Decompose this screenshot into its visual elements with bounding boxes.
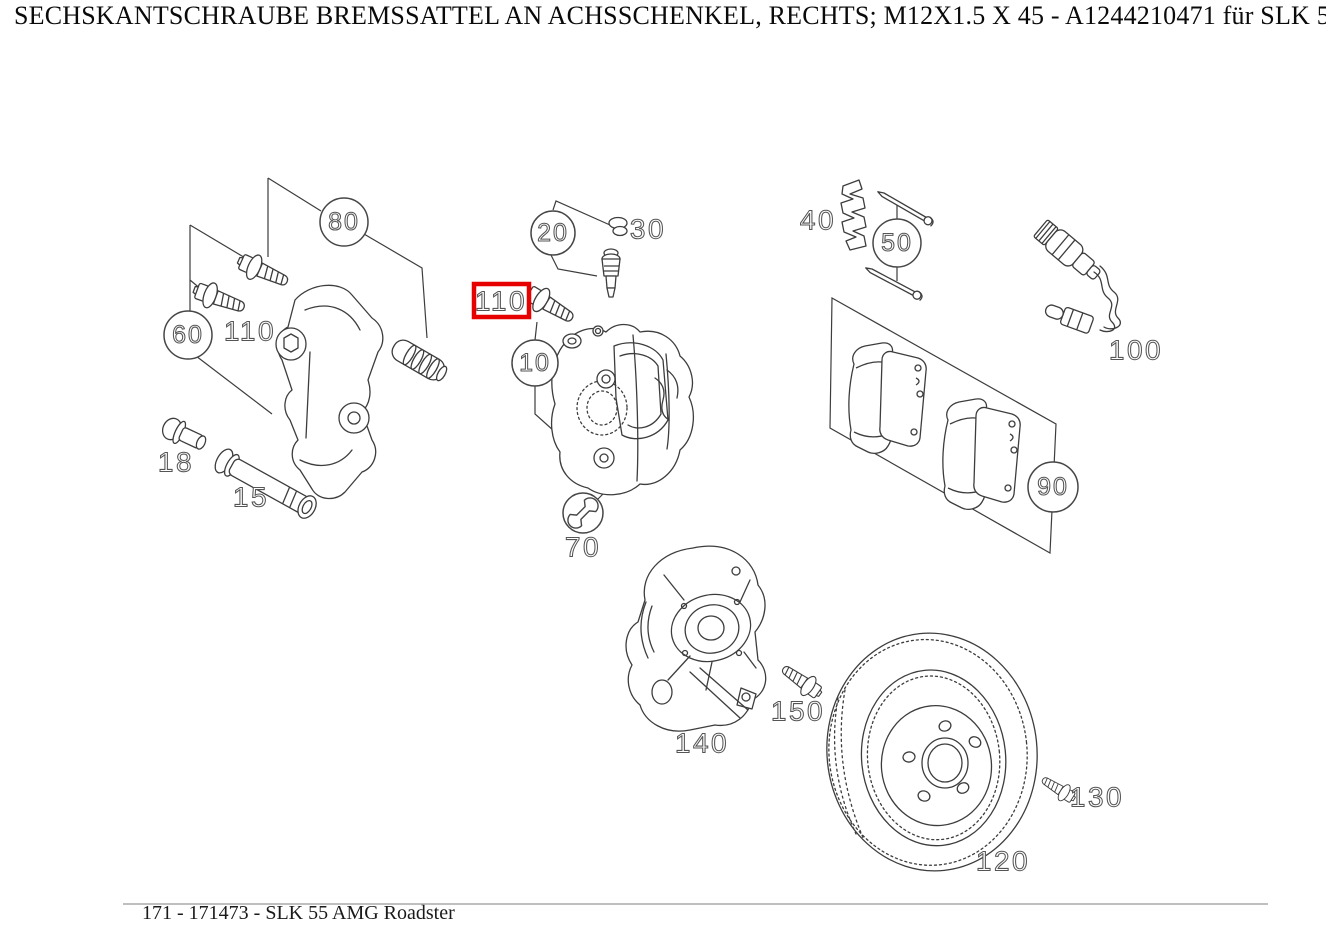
- callout-50[interactable]: 50: [872, 218, 922, 268]
- part-label-20: 20: [537, 219, 569, 247]
- callout-20[interactable]: 20: [530, 210, 576, 256]
- footer-divider: [123, 903, 1268, 905]
- bolt-drawing-80: [232, 247, 293, 295]
- part-label-150[interactable]: 150: [770, 695, 825, 727]
- part-label-40[interactable]: 40: [799, 204, 836, 236]
- part-label-30[interactable]: 30: [629, 213, 666, 245]
- bleeder-valve-drawing: [601, 248, 621, 298]
- wrench-icon: [567, 497, 599, 529]
- brake-pads-drawing-inner: [942, 398, 1021, 511]
- part-label-50: 50: [881, 229, 913, 257]
- brake-pads-drawing-outer: [848, 342, 927, 455]
- guide-pin-15-drawing: [214, 448, 317, 519]
- callout-80[interactable]: 80: [319, 197, 369, 247]
- part-label-130[interactable]: 130: [1069, 781, 1124, 813]
- highlight-box: [471, 281, 532, 320]
- part-label-60: 60: [172, 321, 204, 349]
- wear-sensor-drawing: [1033, 219, 1121, 334]
- service-tool-callout[interactable]: [562, 492, 604, 534]
- guide-sleeve-drawing: [391, 339, 448, 382]
- part-label-110-left[interactable]: 110: [223, 315, 276, 347]
- callout-90[interactable]: 90: [1027, 461, 1079, 513]
- part-label-120[interactable]: 120: [975, 845, 1030, 877]
- splash-shield-drawing: [625, 545, 767, 732]
- brake-disc-drawing: [826, 632, 1038, 872]
- part-label-70[interactable]: 70: [564, 531, 601, 563]
- part-label-90: 90: [1037, 473, 1069, 501]
- part-label-100[interactable]: 100: [1108, 334, 1163, 366]
- part-label-15[interactable]: 15: [232, 481, 269, 513]
- part-label-80: 80: [328, 208, 360, 236]
- part-label-18[interactable]: 18: [157, 446, 194, 478]
- caliper-drawing: [550, 323, 695, 496]
- part-label-140[interactable]: 140: [674, 727, 729, 759]
- part-label-10: 10: [519, 349, 551, 377]
- footer-caption: 171 - 171473 - SLK 55 AMG Roadster: [142, 902, 455, 924]
- pad-pin-drawings: [865, 191, 934, 301]
- cap-30-drawing: [608, 216, 628, 237]
- carrier-bracket-drawing: [275, 284, 384, 500]
- page-title: SECHSKANTSCHRAUBE BREMSSATTEL AN ACHSSCH…: [14, 1, 1326, 30]
- callout-10[interactable]: 10: [511, 339, 559, 387]
- part-label-110-selected: 110: [475, 286, 527, 317]
- bushing-18-drawing: [161, 417, 207, 450]
- callout-60[interactable]: 60: [163, 310, 213, 360]
- callout-110-selected[interactable]: 110: [471, 281, 532, 320]
- retainer-clip-40-drawing: [840, 179, 867, 251]
